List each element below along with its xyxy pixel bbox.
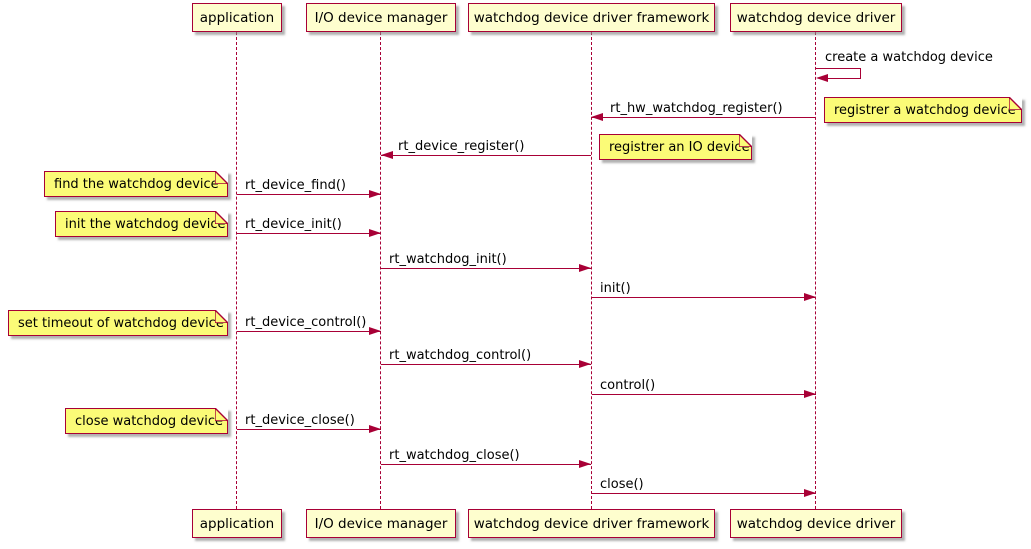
arrowhead-right-icon <box>579 460 591 468</box>
arrow-line <box>381 464 591 465</box>
note-text: set timeout of watchdog device <box>18 315 224 331</box>
note-fold-icon <box>215 210 229 224</box>
participant-io-device-manager-top: I/O device manager <box>306 3 456 32</box>
message-label: rt_device_register() <box>398 139 525 154</box>
message-label: rt_device_close() <box>245 413 355 428</box>
arrow-line <box>237 331 381 332</box>
participant-watchdog-framework-top: watchdog device driver framework <box>468 3 715 32</box>
arrowhead-right-icon <box>369 190 381 198</box>
arrow-line <box>381 364 591 365</box>
arrow-line <box>237 194 381 195</box>
note-find-the-watchdog-device: find the watchdog device <box>44 170 229 197</box>
message-label: rt_watchdog_control() <box>389 348 532 363</box>
message-label: rt_watchdog_close() <box>389 448 520 463</box>
self-arrow-right-segment <box>860 68 861 78</box>
note-text: close watchdog device <box>75 413 223 429</box>
arrowhead-right-icon <box>369 229 381 237</box>
arrow-line <box>237 429 381 430</box>
note-registrer-an-io-device: registrer an IO device <box>599 133 753 160</box>
arrowhead-right-icon <box>369 327 381 335</box>
arrowhead-right-icon <box>804 293 816 301</box>
message-label: rt_device_control() <box>245 315 367 330</box>
participant-watchdog-framework-bottom: watchdog device driver framework <box>468 509 715 538</box>
lifeline-io-device-manager <box>380 32 381 509</box>
arrow-line <box>592 493 816 494</box>
note-text: init the watchdog device <box>65 216 226 232</box>
self-arrow-top-segment <box>816 68 861 69</box>
note-registrer-a-watchdog-device: registrer a watchdog device <box>824 96 1023 123</box>
arrowhead-right-icon <box>804 390 816 398</box>
message-label: close() <box>600 477 644 492</box>
participant-io-device-manager-bottom: I/O device manager <box>306 509 456 538</box>
note-close-watchdog-device: close watchdog device <box>65 407 229 434</box>
arrowhead-right-icon <box>804 489 816 497</box>
arrow-line <box>237 233 381 234</box>
message-label: rt_device_find() <box>245 178 346 193</box>
note-set-timeout-of-watchdog-device: set timeout of watchdog device <box>8 309 229 336</box>
note-fold-icon <box>215 170 229 184</box>
arrowhead-right-icon <box>579 264 591 272</box>
message-label: init() <box>600 281 631 296</box>
arrowhead-left-icon <box>591 113 603 121</box>
arrowhead-right-icon <box>369 425 381 433</box>
arrowhead-left-icon <box>816 74 828 82</box>
lifeline-watchdog-framework <box>591 32 592 509</box>
note-text: registrer a watchdog device <box>834 102 1016 118</box>
lifeline-watchdog-driver <box>815 32 816 509</box>
participant-watchdog-driver-bottom: watchdog device driver <box>730 509 902 538</box>
participant-application-top: application <box>192 3 282 32</box>
note-fold-icon <box>1009 96 1023 110</box>
arrow-line <box>592 394 816 395</box>
arrow-line <box>381 155 591 156</box>
message-label: rt_hw_watchdog_register() <box>610 101 783 116</box>
note-fold-icon <box>215 407 229 421</box>
note-fold-icon <box>215 309 229 323</box>
arrowhead-right-icon <box>579 360 591 368</box>
arrow-line <box>592 297 816 298</box>
note-fold-icon <box>739 133 753 147</box>
note-text: registrer an IO device <box>609 139 750 155</box>
arrow-line <box>381 268 591 269</box>
self-arrow-bottom-segment <box>828 78 861 79</box>
arrowhead-left-icon <box>381 151 393 159</box>
message-label: rt_device_init() <box>245 217 342 232</box>
participant-watchdog-driver-top: watchdog device driver <box>730 3 902 32</box>
lifeline-application <box>236 32 237 509</box>
message-label: control() <box>600 378 656 393</box>
note-init-the-watchdog-device: init the watchdog device <box>55 210 229 237</box>
arrow-line <box>591 117 816 118</box>
participant-application-bottom: application <box>192 509 282 538</box>
note-text: find the watchdog device <box>54 176 219 192</box>
message-label: create a watchdog device <box>825 50 993 65</box>
message-label: rt_watchdog_init() <box>389 252 507 267</box>
